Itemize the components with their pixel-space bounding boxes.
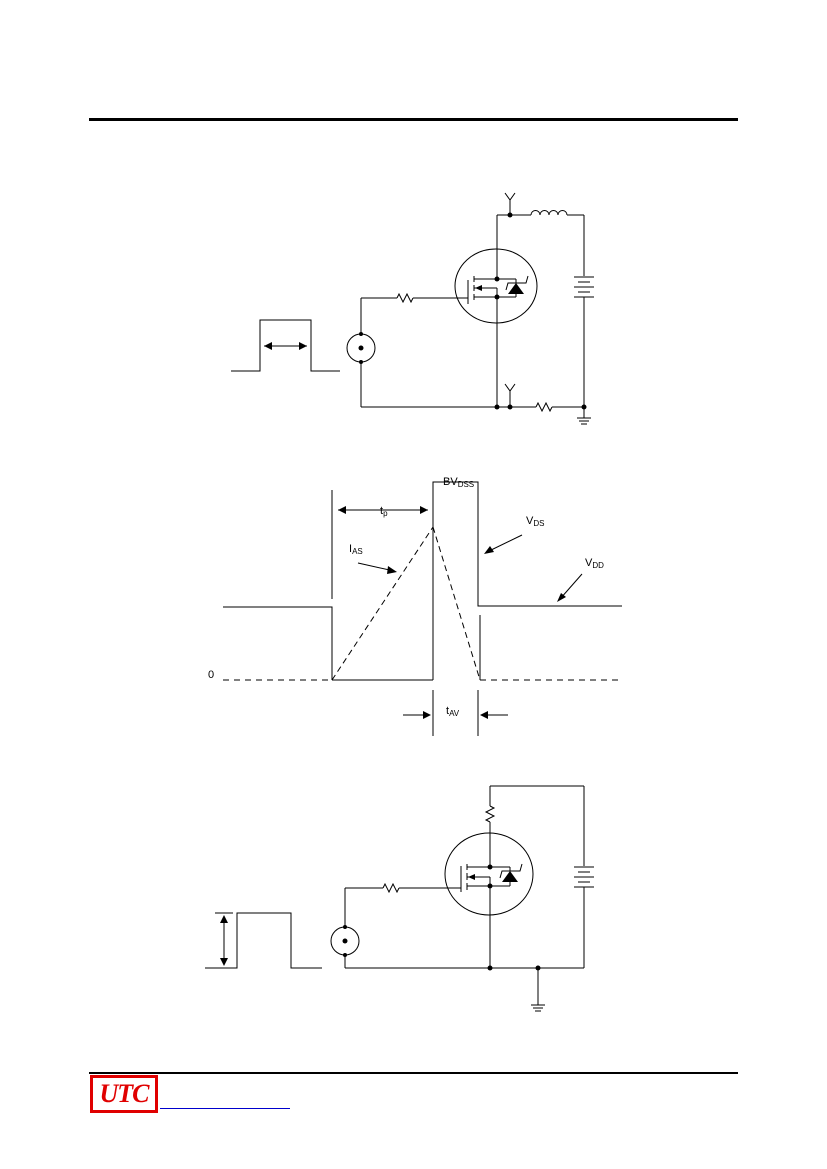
mosfet-body (454, 248, 538, 324)
avalanche-waveform: BVDSS tp VDS VDD IAS 0 tAV (208, 476, 622, 736)
switching-test-circuit (205, 785, 594, 1012)
zero-label: 0 (208, 669, 214, 681)
footer-link[interactable] (160, 1108, 290, 1109)
gate-resistor-2 (382, 882, 400, 894)
mosfet-body-2 (444, 832, 534, 916)
vds-label: VDS (526, 515, 544, 528)
load-resistor (484, 805, 496, 823)
input-pulse-2 (205, 912, 322, 969)
tp-label: tp (380, 505, 388, 518)
supply-battery-2 (574, 866, 594, 888)
utc-logo: UTC (90, 1075, 158, 1113)
footer-rule (89, 1072, 738, 1074)
supply-battery (574, 276, 594, 298)
ias-ramp-up (331, 526, 434, 681)
sense-resistor (535, 401, 553, 413)
avalanche-test-circuit (231, 192, 594, 425)
ias-label: IAS (349, 543, 363, 556)
probe-source (504, 383, 516, 392)
gate-resistor (396, 292, 414, 304)
bvdss-label: BVDSS (443, 476, 474, 489)
tav-label: tAV (446, 705, 460, 718)
ground-symbol-2 (531, 1004, 545, 1012)
ias-ramp-down (432, 526, 481, 681)
ground-symbol (577, 417, 591, 425)
vdd-label: VDD (585, 557, 604, 570)
probe-vds (504, 192, 516, 201)
header-rule (89, 118, 738, 121)
input-pulse (231, 319, 340, 372)
logo-text: UTC (99, 1079, 150, 1108)
inductor (530, 210, 568, 216)
